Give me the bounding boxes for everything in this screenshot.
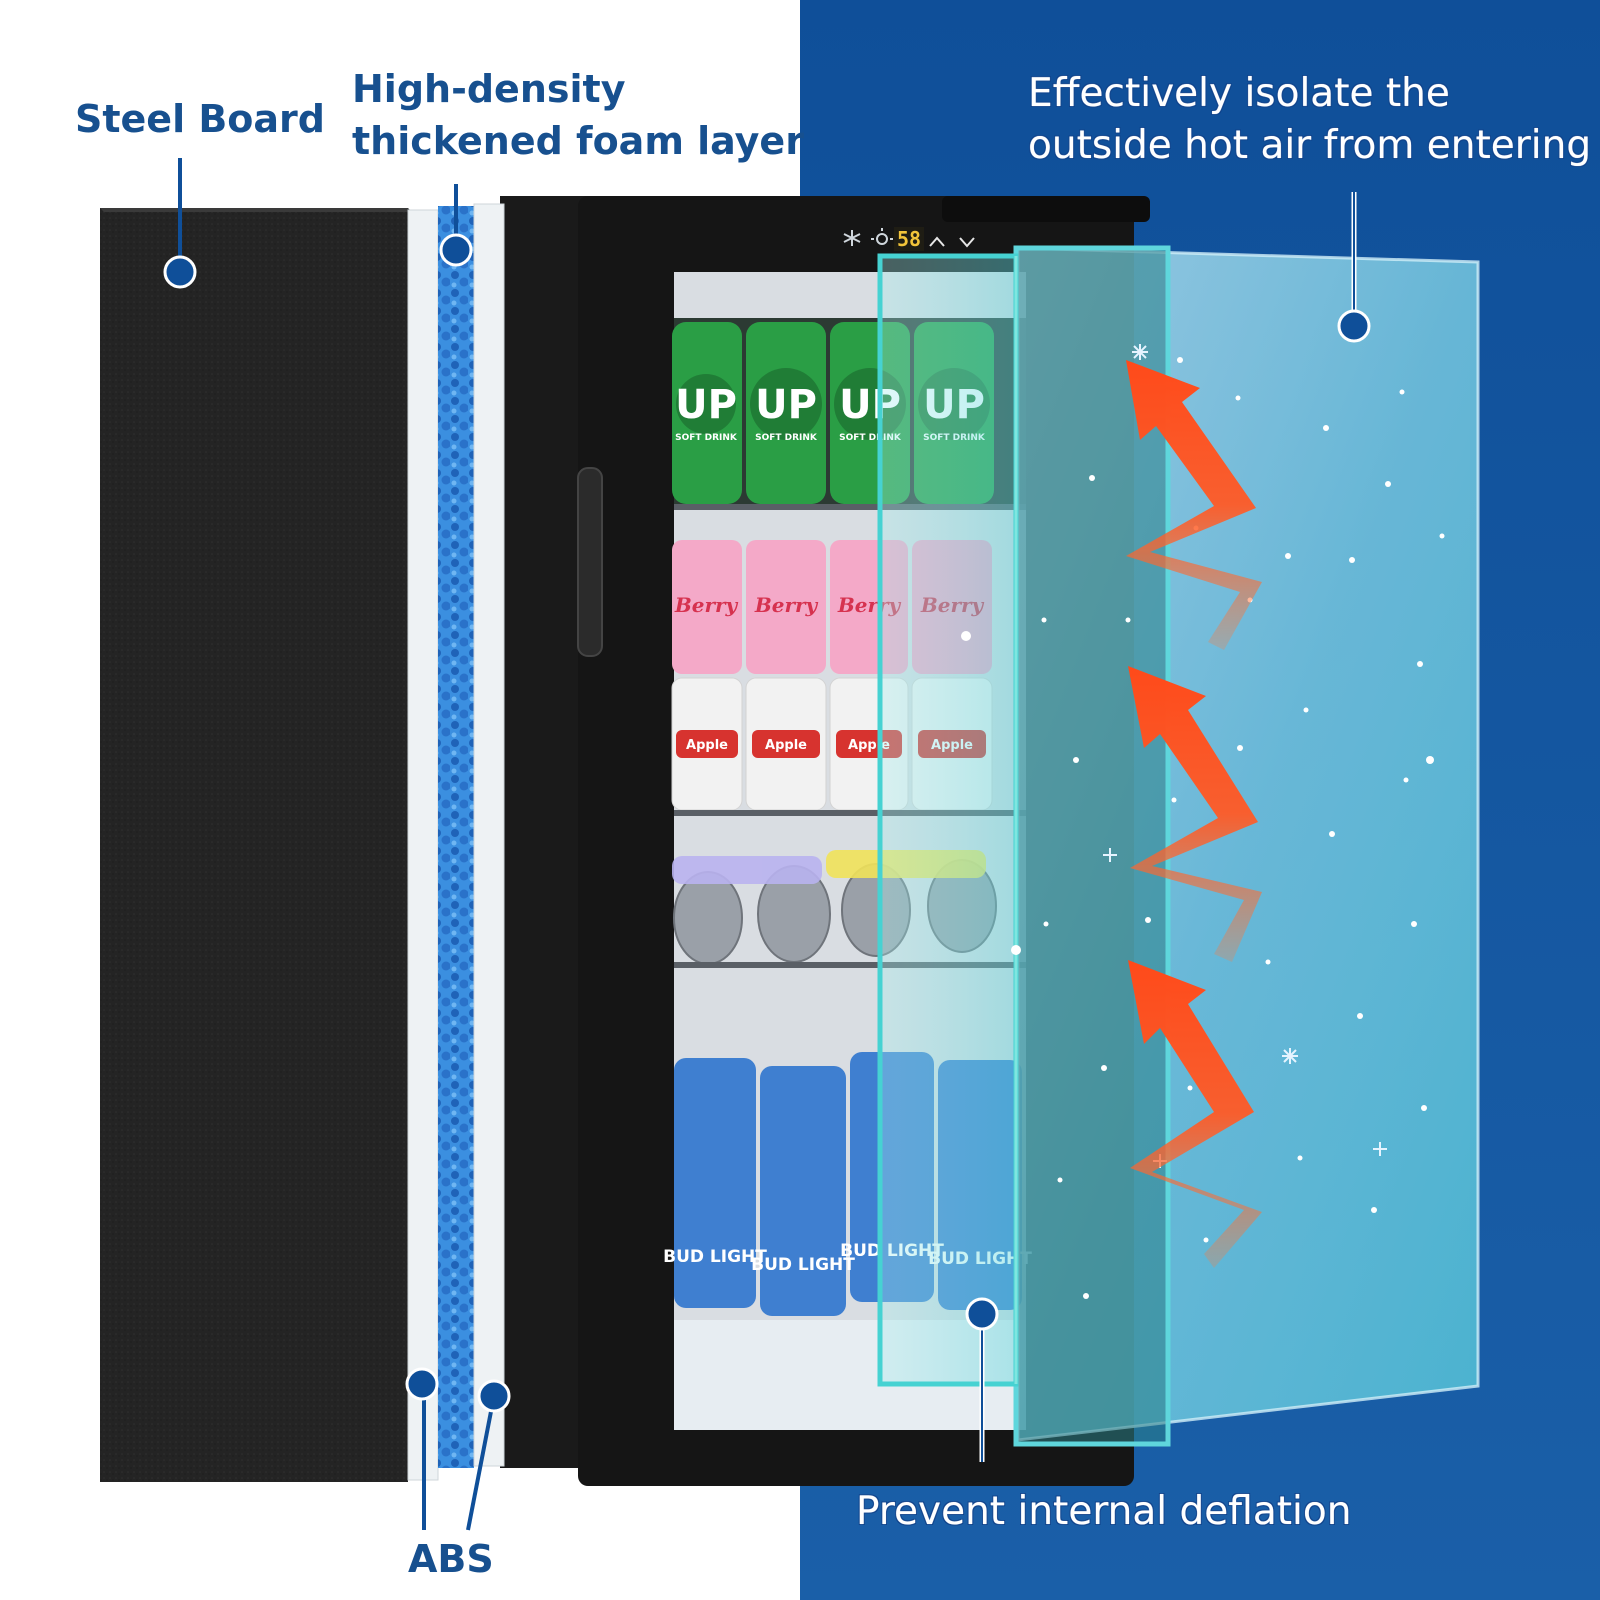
can-sub-label: SOFT DRINK xyxy=(755,433,818,443)
callout-abs xyxy=(405,1367,511,1531)
callout-steel-board xyxy=(163,158,197,289)
glass-pane-middle xyxy=(1013,245,1171,1447)
abs-label: ABS xyxy=(408,1537,494,1581)
callout-isolate xyxy=(1337,192,1371,343)
can-brand-up: UP xyxy=(675,382,737,428)
temperature-readout: 58 xyxy=(897,227,921,251)
abs-layer-outer xyxy=(407,209,439,1481)
door-hinge-top xyxy=(942,196,1150,222)
prevent-deflation-label: Prevent internal deflation xyxy=(856,1489,1352,1534)
can-brand-bud-light: BUD LIGHT xyxy=(663,1247,767,1267)
callout-deflation xyxy=(965,1297,999,1462)
snowflake-particle-icon xyxy=(1103,344,1387,1168)
steel-board-label: Steel Board xyxy=(75,97,325,141)
temperature-display-bg xyxy=(894,227,924,251)
snowflake-particles xyxy=(961,357,1445,1299)
door-handle xyxy=(577,467,603,657)
can-brand-up: UP xyxy=(755,382,817,428)
can-brand-apple: Apple xyxy=(686,738,728,753)
light-icon xyxy=(871,228,893,245)
control-panel: 58 xyxy=(843,227,975,251)
cabinet-side xyxy=(500,196,590,1468)
snowflake-icon xyxy=(843,230,861,246)
steel-board-edge xyxy=(100,208,412,212)
isolate-hot-air-label: Effectively isolate the outside hot air … xyxy=(1028,71,1592,169)
can-sub-label: SOFT DRINK xyxy=(675,433,738,443)
foam-layer-label: High-density thickened foam layer xyxy=(352,67,804,163)
steel-board-panel xyxy=(100,208,408,1482)
can-brand-bud-light: BUD LIGHT xyxy=(751,1255,855,1275)
glass-pane-front xyxy=(877,253,1019,1387)
heat-arrow-icon xyxy=(1126,360,1262,1268)
abs-layer-inner xyxy=(473,203,505,1467)
arrow-up-icon xyxy=(929,236,945,247)
arrow-down-icon xyxy=(959,237,975,248)
foam-layer-panel xyxy=(438,206,474,1468)
can-brand-berry: Berry xyxy=(754,593,819,617)
callout-foam-layer xyxy=(439,184,473,267)
can-sub-label: SOFT DRINK xyxy=(839,433,902,443)
can-brand-apple: Apple xyxy=(765,738,807,753)
can-brand-berry: Berry xyxy=(674,593,739,617)
